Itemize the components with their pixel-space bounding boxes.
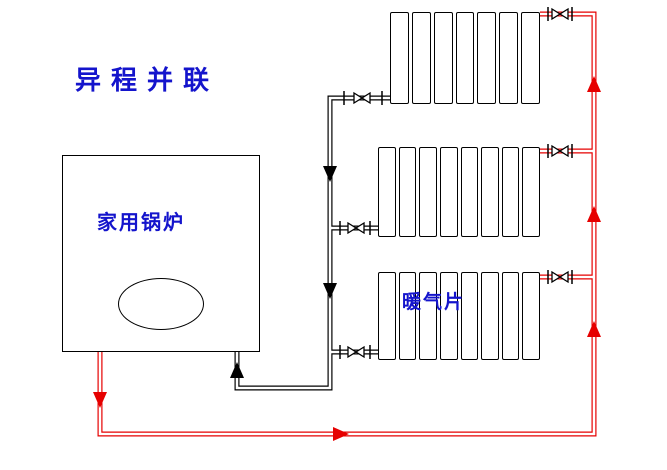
flow-arrow-up-icon	[587, 76, 601, 92]
radiator-fin	[501, 147, 520, 237]
valve-icon	[353, 91, 371, 105]
radiator-fin	[522, 272, 540, 360]
radiator-fin	[378, 272, 396, 360]
flow-arrow-up-icon	[587, 206, 601, 222]
flow-arrow-down-icon	[93, 392, 107, 408]
radiator-fin	[481, 147, 499, 237]
radiator-fin	[433, 12, 453, 104]
radiator-fin	[522, 147, 540, 237]
flow-arrows	[93, 76, 601, 441]
radiator-label: 暖气片	[402, 292, 466, 313]
radiator-fin	[439, 272, 458, 360]
pipe-union-ticks	[339, 7, 573, 359]
radiator-fin	[501, 272, 520, 360]
radiator-fin	[477, 12, 497, 104]
valve-icon	[551, 7, 569, 21]
radiator-top	[390, 12, 541, 104]
diagram-title: 异程并联	[75, 65, 220, 95]
valve-icon	[551, 270, 569, 284]
boiler-burner-ellipse	[118, 278, 204, 330]
radiator-fin	[460, 147, 479, 237]
boiler-label: 家用锅炉	[97, 212, 185, 234]
flow-arrow-down-icon	[323, 166, 337, 182]
radiator-fin	[419, 272, 437, 360]
valve-icon	[551, 144, 569, 158]
radiator-fin	[419, 147, 437, 237]
radiator-fin	[439, 147, 458, 237]
radiator-middle	[378, 147, 540, 237]
valve-icon	[347, 221, 365, 235]
radiator-fin	[499, 12, 519, 104]
flow-arrow-up-icon	[587, 321, 601, 337]
radiator-fin	[398, 147, 417, 237]
radiator-fin	[378, 147, 396, 237]
radiator-fin	[455, 12, 475, 104]
radiator-fin	[390, 12, 409, 104]
boiler-box: 家用锅炉	[62, 155, 260, 352]
flow-arrow-up-icon	[230, 362, 244, 378]
valve-icon	[347, 345, 365, 359]
flow-arrow-right-icon	[333, 427, 349, 441]
radiator-bottom	[378, 272, 540, 360]
radiator-fin	[460, 272, 479, 360]
flow-arrow-down-icon	[323, 283, 337, 299]
valves	[347, 7, 569, 359]
radiator-fin	[398, 272, 417, 360]
radiator-fin	[411, 12, 431, 104]
radiator-fin	[481, 272, 499, 360]
radiator-fin	[521, 12, 541, 104]
